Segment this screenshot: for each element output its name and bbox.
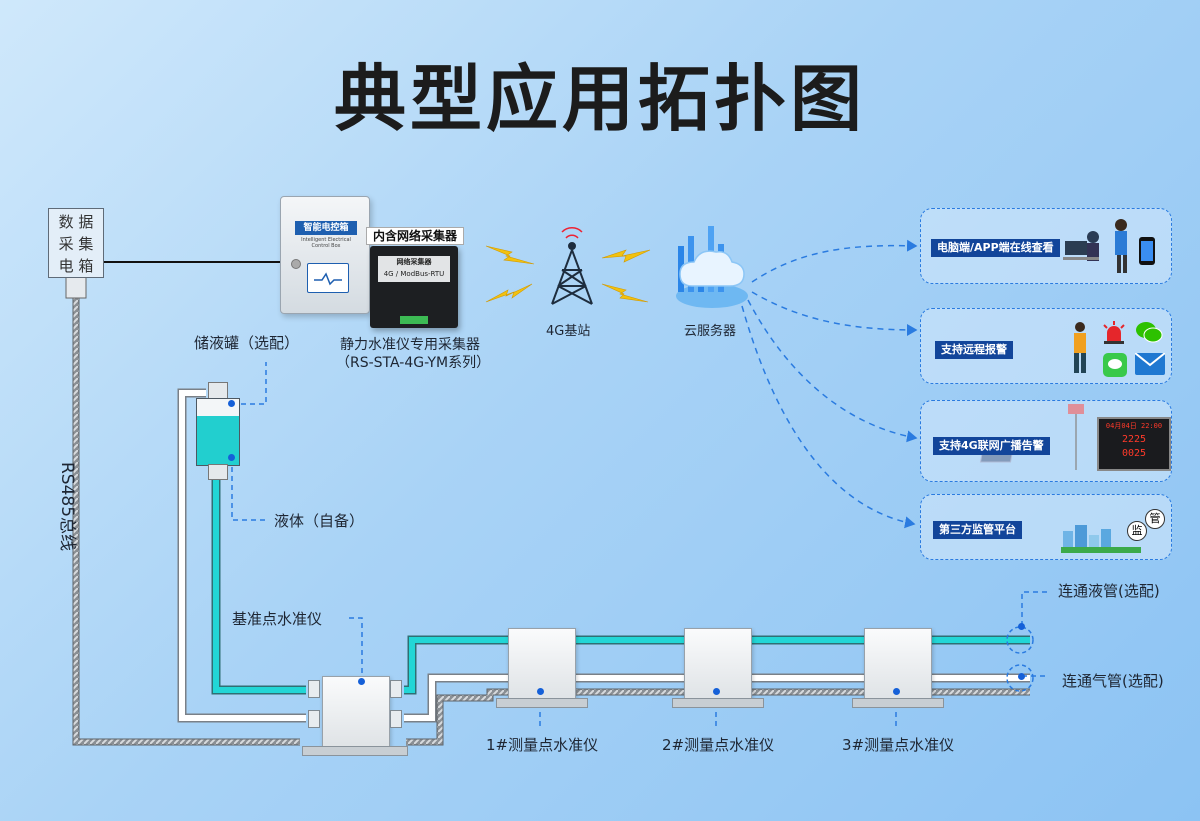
network-collector: 网络采集器 4G / ModBus-RTU xyxy=(370,246,458,328)
led-board: 04月04日 22:00 2225 0025 xyxy=(1097,417,1171,471)
lightning-bolt-4 xyxy=(601,283,649,303)
person-icon xyxy=(1069,321,1091,375)
tank-bottom-cap xyxy=(208,464,228,480)
sensor-connector xyxy=(390,710,402,728)
reference-level-sensor xyxy=(322,676,390,748)
arrow-to-panel-4 xyxy=(741,305,916,529)
tower-label: 4G基站 xyxy=(546,324,591,339)
cabinet-lock-icon xyxy=(291,259,301,269)
measure-label-2: 2#测量点水准仪 xyxy=(662,736,775,754)
collector-terminal xyxy=(400,316,428,324)
collector-panel: 网络采集器 4G / ModBus-RTU xyxy=(378,256,450,282)
collector-panel-sub: 4G / ModBus-RTU xyxy=(383,270,445,278)
reference-label: 基准点水准仪 xyxy=(232,610,323,628)
lightning-bolt-3 xyxy=(601,249,651,263)
data-box-line: 电 箱 xyxy=(58,257,94,275)
computer-user-icon xyxy=(1061,225,1103,265)
measure-label-1: 1#测量点水准仪 xyxy=(486,736,599,754)
cloud-label: 云服务器 xyxy=(684,324,737,339)
tower-icon xyxy=(551,227,593,305)
sensor-connector xyxy=(390,680,402,698)
collector-tag: 内含网络采集器 xyxy=(366,227,464,245)
control-cabinet: 智能电控箱 Intelligent Electrical Control Box xyxy=(280,196,370,314)
collector-panel-title: 网络采集器 xyxy=(396,258,432,266)
tank-liquid-dot xyxy=(228,454,235,461)
supervision-badge: 监 管 xyxy=(1127,509,1167,549)
city-skyline-icon xyxy=(1061,519,1141,553)
measure-label-3: 3#测量点水准仪 xyxy=(842,736,955,754)
cloud-server-icon xyxy=(676,226,748,308)
measure-dot-1 xyxy=(537,688,544,695)
cabinet-subtitle: Intelligent Electrical Control Box xyxy=(301,237,351,249)
alarm-light-icon xyxy=(1101,319,1127,345)
liquid-pipe-label: 连通液管(选配) xyxy=(1058,582,1160,600)
panel-remote-alarm: 支持远程报警 xyxy=(920,308,1172,384)
liquid-callout xyxy=(231,458,268,521)
reference-dot xyxy=(358,678,365,685)
phone-user-icon xyxy=(1109,217,1163,277)
sensor-base xyxy=(302,746,408,756)
arrow-to-panel-3 xyxy=(747,299,918,443)
rs485-label: RS485总线 xyxy=(57,462,77,552)
led-line: 04月04日 22:00 xyxy=(1105,422,1163,430)
badge-char: 管 xyxy=(1145,509,1165,529)
panel-label: 支持4G联网广播告警 xyxy=(933,437,1050,455)
arrow-to-panel-1 xyxy=(751,239,918,283)
badge-char: 监 xyxy=(1127,521,1147,541)
gas-pipe-dot xyxy=(1018,673,1025,680)
lightning-bolt-2 xyxy=(485,283,533,303)
data-box-line: 数 据 xyxy=(58,213,94,231)
panel-label: 支持远程报警 xyxy=(935,341,1013,359)
cabinet-screen-icon xyxy=(307,263,349,293)
sensor-base xyxy=(672,698,764,708)
led-line: 0025 xyxy=(1121,448,1147,459)
measure-dot-3 xyxy=(893,688,900,695)
panel-online-view: 电脑端/APP端在线查看 xyxy=(920,208,1172,284)
cabinet-title: 智能电控箱 xyxy=(295,221,357,235)
wechat-icon xyxy=(1135,319,1163,345)
sensor-base xyxy=(496,698,588,708)
panel-third-party: 第三方监管平台 监 管 xyxy=(920,494,1172,560)
liquid-label: 液体（自备） xyxy=(274,512,365,530)
panel-label: 电脑端/APP端在线查看 xyxy=(931,239,1060,257)
sensor-connector xyxy=(308,680,320,698)
rs485-cable xyxy=(72,282,1030,746)
data-collection-box: 数 据 采 集 电 箱 xyxy=(48,208,104,278)
led-line: 2225 xyxy=(1121,434,1147,445)
collector-caption-2: （RS-STA-4G-YM系列） xyxy=(336,355,491,371)
panel-4g-broadcast: 支持4G联网广播告警 04月04日 22:00 2225 0025 xyxy=(920,400,1172,482)
arrow-to-panel-2 xyxy=(751,291,918,336)
collector-caption-1: 静力水准仪专用采集器 xyxy=(340,337,480,353)
page-title: 典型应用拓扑图 xyxy=(333,57,866,141)
gas-pipe-label: 连通气管(选配) xyxy=(1062,672,1164,690)
liquid-pipe-dot xyxy=(1018,623,1025,630)
data-box-line: 采 集 xyxy=(58,235,94,253)
sensor-base xyxy=(852,698,944,708)
sms-icon xyxy=(1103,353,1127,377)
measure-dot-2 xyxy=(713,688,720,695)
storage-tank-label: 储液罐（选配） xyxy=(194,334,300,352)
tank-top-dot xyxy=(228,400,235,407)
sensor-connector xyxy=(308,710,320,728)
mail-icon xyxy=(1134,352,1166,377)
lightning-bolt-1 xyxy=(485,245,535,265)
liquid-pipe xyxy=(211,470,306,695)
panel-label: 第三方监管平台 xyxy=(933,521,1022,539)
tank-callout xyxy=(232,362,267,405)
reference-callout xyxy=(346,617,363,682)
